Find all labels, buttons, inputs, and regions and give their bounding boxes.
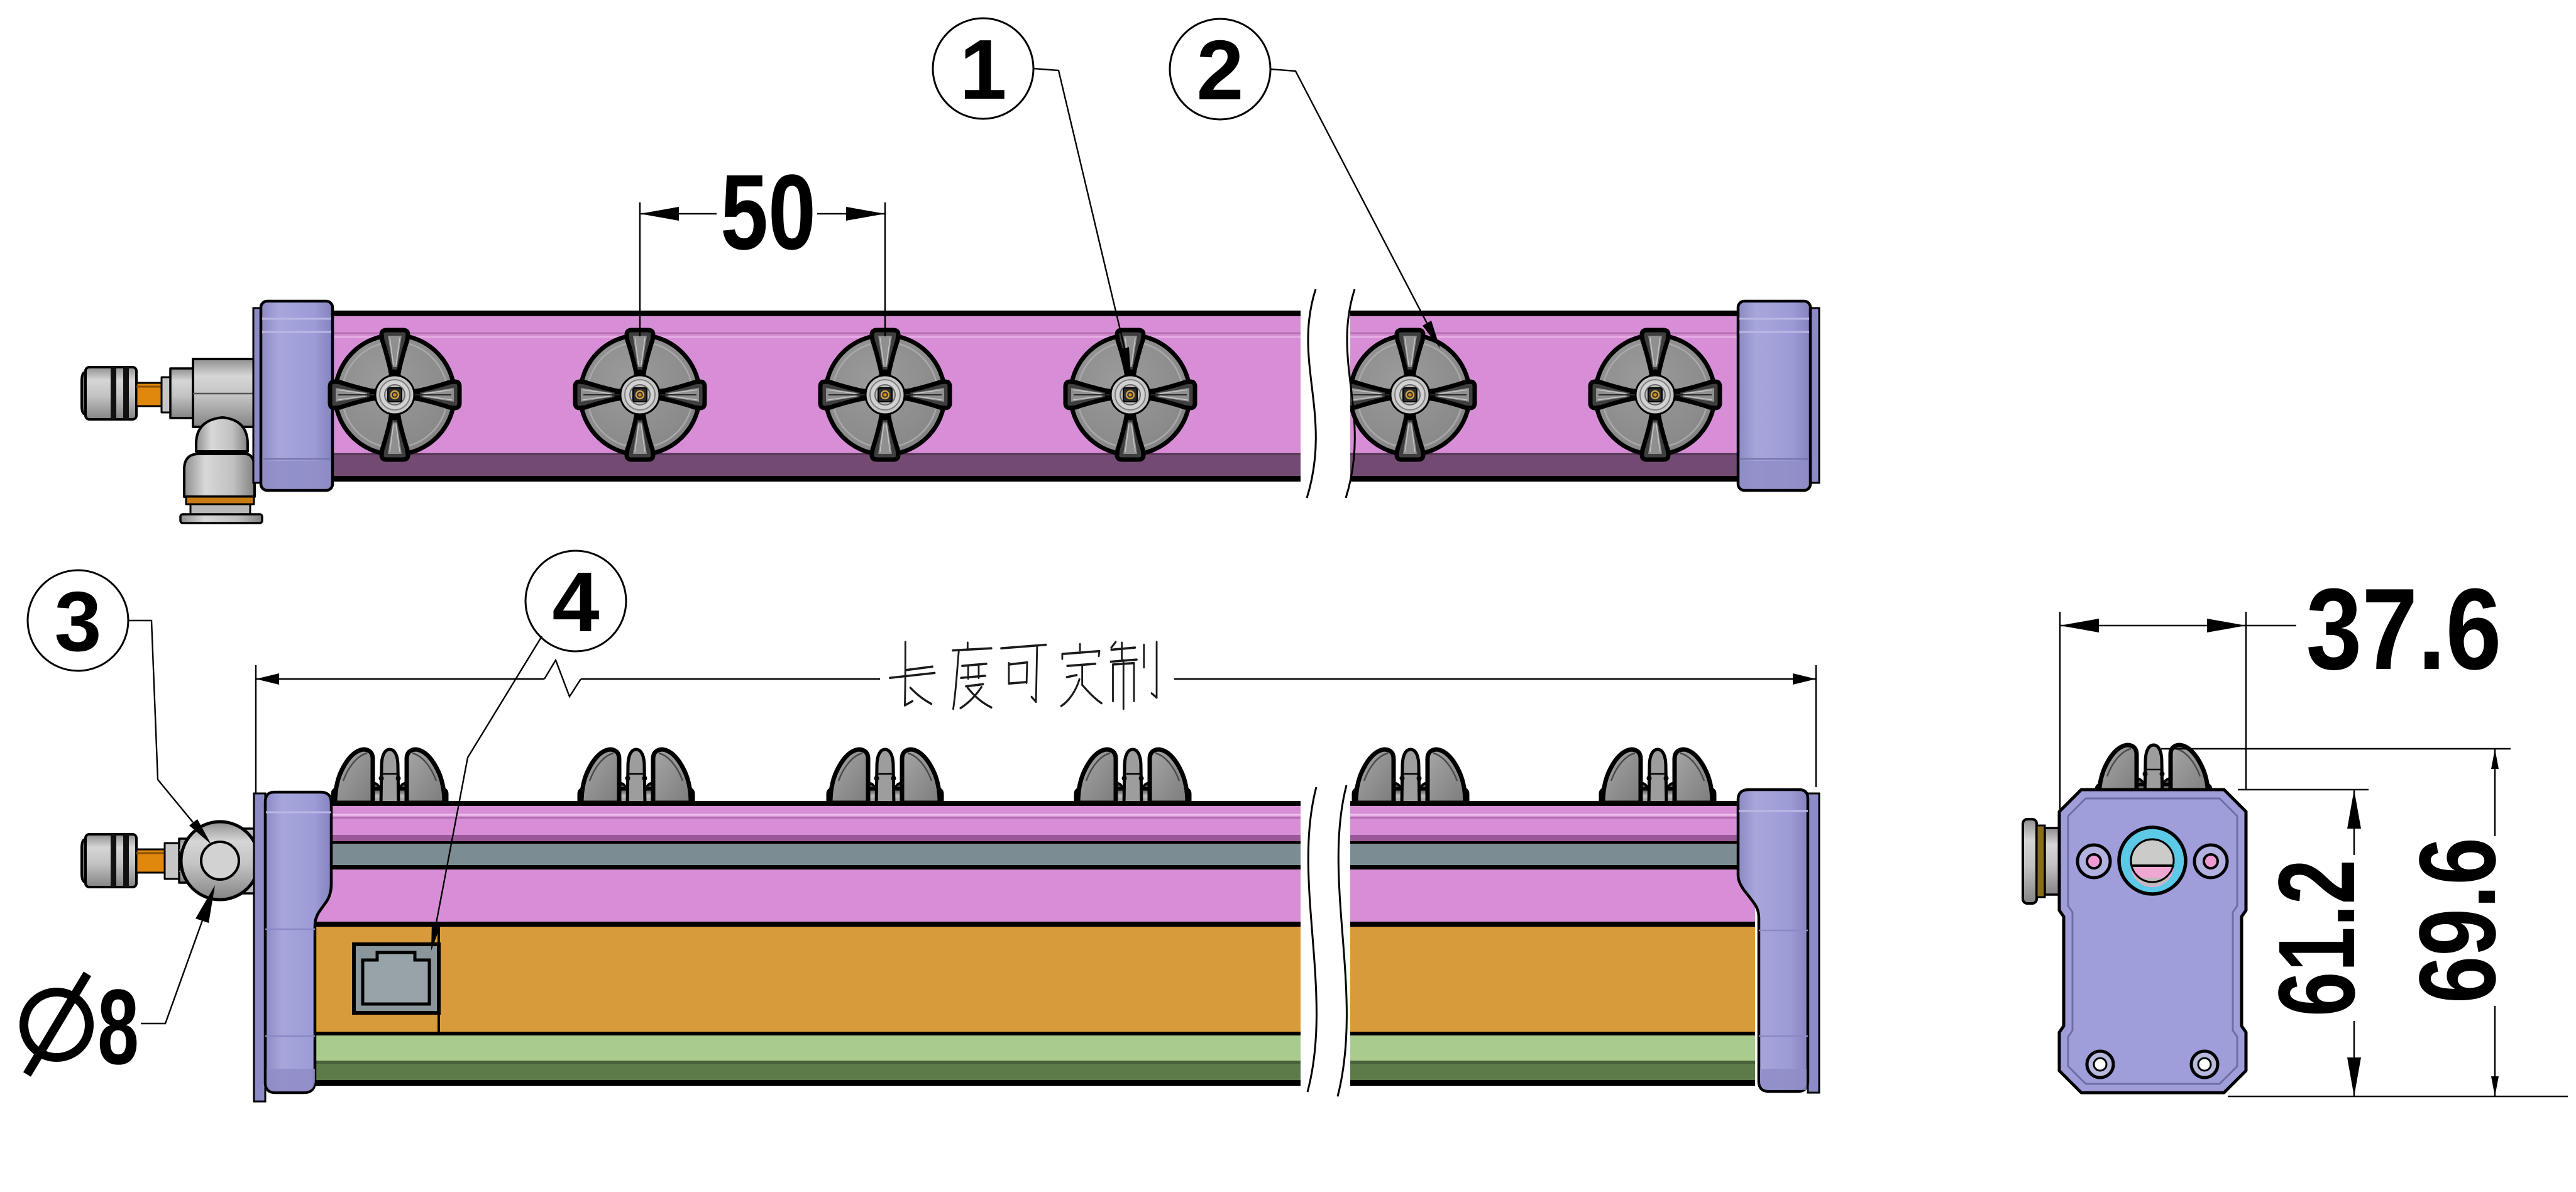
svg-text:8: 8	[97, 968, 139, 1087]
svg-text:4: 4	[552, 555, 599, 649]
svg-text:69.6: 69.6	[2396, 837, 2518, 1003]
svg-text:2: 2	[1196, 23, 1243, 118]
svg-text:50: 50	[720, 153, 816, 272]
svg-text:61.2: 61.2	[2255, 859, 2377, 1017]
svg-text:37.6: 37.6	[2306, 564, 2502, 693]
svg-text:3: 3	[54, 574, 101, 669]
svg-text:1: 1	[959, 22, 1006, 117]
